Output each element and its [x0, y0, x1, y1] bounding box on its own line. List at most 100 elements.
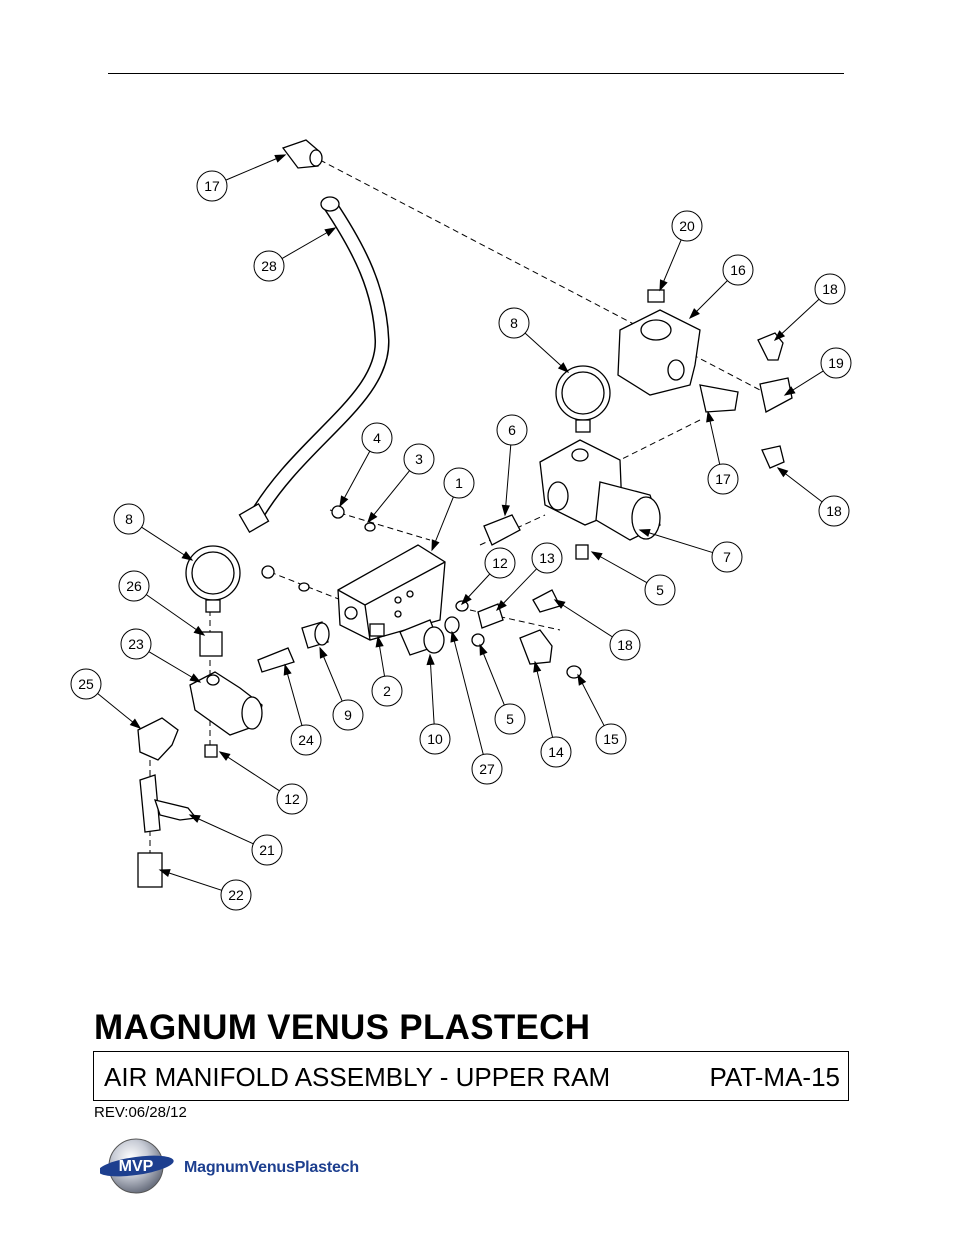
- plug-part-2: [370, 624, 384, 636]
- callout-22: 22: [160, 870, 251, 910]
- callout-leader: [640, 530, 713, 553]
- callout-12: 12: [220, 752, 307, 814]
- callout-2: 2: [372, 637, 402, 706]
- callout-21: 21: [190, 815, 282, 865]
- callout-arrowhead: [432, 540, 439, 550]
- assembly-lines: [150, 160, 760, 860]
- callout-arrowhead: [190, 674, 200, 682]
- callout-10: 10: [420, 655, 450, 754]
- nut-part-4b: [262, 566, 274, 578]
- callout-arrowhead: [660, 280, 667, 290]
- callout-number: 13: [539, 550, 555, 566]
- callout-27: 27: [451, 632, 502, 784]
- elbow-part-25: [138, 718, 178, 760]
- callout-arrowhead: [502, 505, 509, 515]
- callout-number: 1: [455, 475, 463, 491]
- callout-arrowhead: [194, 627, 204, 635]
- callout-number: 6: [508, 422, 516, 438]
- callout-arrowhead: [320, 648, 327, 658]
- callout-leader: [452, 632, 483, 754]
- callout-number: 15: [603, 731, 619, 747]
- top-rule: [108, 73, 844, 74]
- callout-number: 17: [204, 178, 220, 194]
- callout-number: 27: [479, 761, 495, 777]
- callout-25: 25: [71, 669, 140, 728]
- callout-3: 3: [368, 444, 434, 522]
- callout-number: 18: [617, 637, 633, 653]
- callout-24: 24: [284, 665, 321, 755]
- callout-28: 28: [254, 228, 335, 281]
- svg-text:MVP: MVP: [119, 1158, 154, 1175]
- callout-number: 19: [828, 355, 844, 371]
- callout-arrowhead: [427, 655, 434, 665]
- callout-14: 14: [534, 662, 571, 767]
- elbow-part-18-bottom: [762, 446, 784, 468]
- callout-leader: [220, 752, 279, 791]
- callout-number: 28: [261, 258, 277, 274]
- title-block: AIR MANIFOLD ASSEMBLY - UPPER RAM PAT-MA…: [93, 1051, 849, 1101]
- callout-number: 18: [822, 281, 838, 297]
- plug-part-5-top: [576, 545, 588, 559]
- fitting-part-24: [258, 648, 294, 672]
- logo-company-name: MagnumVenusPlastech: [184, 1159, 359, 1177]
- callout-arrowhead: [284, 665, 291, 675]
- callout-5: 5: [480, 645, 525, 734]
- callout-arrowhead: [220, 752, 230, 760]
- callout-8: 8: [499, 308, 568, 372]
- callout-number: 22: [228, 887, 244, 903]
- washer-part-3b: [299, 583, 309, 591]
- parts-layer: [138, 140, 792, 887]
- callout-number: 17: [715, 471, 731, 487]
- callout-leader: [190, 815, 253, 844]
- company-name: MAGNUM VENUS PLASTECH: [94, 1008, 590, 1048]
- callout-leader: [146, 595, 204, 635]
- callout-number: 12: [492, 555, 508, 571]
- callout-arrowhead: [451, 632, 458, 642]
- callout-17: 17: [707, 412, 738, 494]
- plug-part-12-mid: [456, 601, 468, 611]
- callout-1: 1: [432, 468, 474, 550]
- callout-leader: [430, 655, 434, 724]
- callout-number: 3: [415, 451, 423, 467]
- callout-number: 12: [284, 791, 300, 807]
- plug-part-5-mid: [472, 634, 484, 646]
- plug-part-12-lower: [205, 745, 217, 757]
- callout-arrowhead: [368, 513, 377, 522]
- callout-number: 18: [826, 503, 842, 519]
- callout-arrowhead: [778, 468, 788, 476]
- fitting-part-27: [445, 617, 459, 633]
- callout-18: 18: [778, 468, 849, 526]
- document-title: AIR MANIFOLD ASSEMBLY - UPPER RAM: [104, 1062, 610, 1093]
- callout-arrowhead: [182, 552, 192, 560]
- callout-number: 5: [506, 711, 514, 727]
- callout-number: 10: [427, 731, 443, 747]
- fitting-part-26: [200, 632, 222, 656]
- callout-leader: [368, 471, 410, 522]
- callout-arrowhead: [325, 228, 335, 236]
- callout-8: 8: [114, 504, 192, 560]
- hose-end-fitting: [321, 197, 339, 211]
- callout-17: 17: [197, 155, 285, 201]
- callout-number: 14: [548, 744, 564, 760]
- callout-number: 4: [373, 430, 381, 446]
- callout-15: 15: [578, 675, 626, 754]
- valve-part-14: [520, 630, 552, 664]
- nut-part-20: [648, 290, 664, 302]
- callout-arrowhead: [592, 552, 602, 560]
- callout-12: 12: [462, 548, 515, 604]
- callout-number: 20: [679, 218, 695, 234]
- callout-number: 8: [125, 511, 133, 527]
- callout-number: 24: [298, 732, 314, 748]
- callout-arrowhead: [275, 155, 285, 162]
- document-number: PAT-MA-15: [709, 1062, 840, 1093]
- callout-7: 7: [640, 530, 742, 572]
- coupling-part-22: [138, 853, 162, 887]
- washer-part-3: [365, 523, 375, 531]
- callout-number: 25: [78, 676, 94, 692]
- callout-18: 18: [775, 274, 845, 340]
- callout-6: 6: [497, 415, 527, 515]
- callout-19: 19: [785, 348, 851, 395]
- elbow-part-17-right: [700, 385, 738, 412]
- callout-number: 7: [723, 549, 731, 565]
